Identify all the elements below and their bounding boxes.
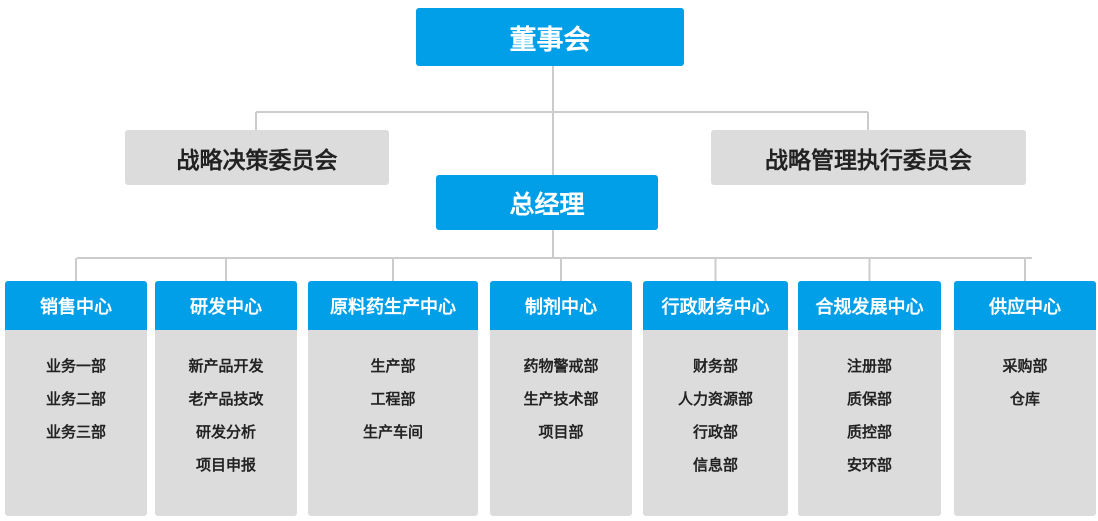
center-column-rnd: 研发中心 新产品开发 老产品技改 研发分析 项目申报: [155, 281, 297, 516]
department-list: 财务部 人力资源部 行政部 信息部: [643, 330, 788, 482]
center-column-supply: 供应中心 采购部 仓库: [954, 281, 1096, 516]
department-item: 行政部: [692, 423, 738, 441]
department-item: 生产技术部: [523, 390, 599, 408]
center-column-admin-finance: 行政财务中心 财务部 人力资源部 行政部 信息部: [643, 281, 788, 516]
department-list: 业务一部 业务二部 业务三部: [5, 330, 147, 449]
department-list: 生产部 工程部 生产车间: [308, 330, 478, 449]
department-item: 药物警戒部: [523, 357, 599, 375]
department-item: 项目部: [538, 423, 584, 441]
center-title: 行政财务中心: [643, 281, 788, 330]
department-item: 安环部: [846, 456, 892, 474]
general-manager-box: 总经理: [436, 175, 658, 230]
department-item: 老产品技改: [188, 390, 264, 408]
department-list: 药物警戒部 生产技术部 项目部: [490, 330, 632, 449]
department-item: 仓库: [1009, 390, 1040, 408]
department-item: 质保部: [846, 390, 892, 408]
department-item: 信息部: [692, 456, 738, 474]
department-item: 研发分析: [195, 423, 256, 441]
department-item: 业务二部: [45, 390, 106, 408]
center-title: 制剂中心: [490, 281, 632, 330]
center-title: 研发中心: [155, 281, 297, 330]
center-column-sales: 销售中心 业务一部 业务二部 业务三部: [5, 281, 147, 516]
center-title: 供应中心: [954, 281, 1096, 330]
center-title: 销售中心: [5, 281, 147, 330]
department-item: 项目申报: [195, 456, 256, 474]
department-item: 工程部: [370, 390, 416, 408]
department-list: 新产品开发 老产品技改 研发分析 项目申报: [155, 330, 297, 482]
department-item: 采购部: [1002, 357, 1048, 375]
center-title: 原料药生产中心: [308, 281, 478, 330]
strategy-decision-committee-box: 战略决策委员会: [125, 130, 389, 185]
center-column-formulation: 制剂中心 药物警戒部 生产技术部 项目部: [490, 281, 632, 516]
department-item: 质控部: [846, 423, 892, 441]
department-item: 财务部: [692, 357, 738, 375]
department-item: 生产车间: [362, 423, 423, 441]
center-title: 合规发展中心: [798, 281, 941, 330]
center-column-api-production: 原料药生产中心 生产部 工程部 生产车间: [308, 281, 478, 516]
center-column-compliance: 合规发展中心 注册部 质保部 质控部 安环部: [798, 281, 941, 516]
department-item: 注册部: [846, 357, 892, 375]
department-item: 业务一部: [45, 357, 106, 375]
department-item: 业务三部: [45, 423, 106, 441]
board-box: 董事会: [416, 8, 684, 66]
department-item: 生产部: [370, 357, 416, 375]
department-item: 新产品开发: [188, 357, 264, 375]
strategy-execution-committee-box: 战略管理执行委员会: [711, 130, 1026, 185]
department-list: 注册部 质保部 质控部 安环部: [798, 330, 941, 482]
department-list: 采购部 仓库: [954, 330, 1096, 416]
department-item: 人力资源部: [677, 390, 753, 408]
